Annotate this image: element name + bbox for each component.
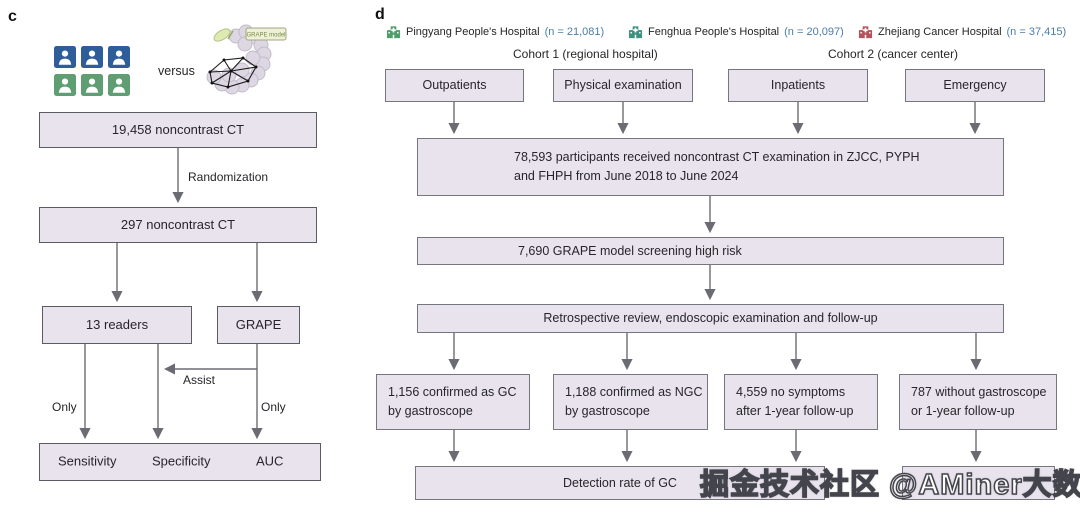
legend-n-value: (n = 37,415) bbox=[1006, 25, 1067, 38]
outpatients-text: Outpatients bbox=[422, 78, 487, 93]
randomization-label: Randomization bbox=[188, 170, 269, 184]
outcome-line: 1,156 confirmed as GC bbox=[388, 384, 517, 399]
metric-sensitivity: Sensitivity bbox=[58, 453, 117, 469]
box-metrics: Sensitivity Specificity AUC bbox=[39, 443, 321, 481]
doctor-icon bbox=[108, 46, 130, 68]
panel-d-label: d bbox=[375, 6, 385, 23]
participants-line-2: and FHPH from June 2018 to June 2024 bbox=[514, 169, 739, 183]
doctor-icon bbox=[54, 46, 76, 68]
hospital-icon bbox=[386, 26, 401, 39]
only-right-label: Only bbox=[261, 400, 286, 414]
participants-line-1: 78,593 participants received noncontrast… bbox=[514, 150, 920, 165]
versus-label: versus bbox=[158, 64, 195, 78]
doctor-icon bbox=[81, 74, 103, 96]
legend-hospital-name: Zhejiang Cancer Hospital bbox=[878, 25, 1002, 38]
grape-screening-text: 7,690 GRAPE model screening high risk bbox=[518, 243, 742, 258]
grape-model-tag: GRAPE model bbox=[245, 27, 287, 41]
box-no-symptoms: 4,559 no symptoms after 1-year follow-up bbox=[724, 374, 878, 430]
doctor-icon bbox=[54, 74, 76, 96]
box-physical-examination: Physical examination bbox=[553, 69, 693, 102]
box-grape-screening: 7,690 GRAPE model screening high risk bbox=[417, 237, 1004, 265]
box-confirmed-gc: 1,156 confirmed as GC by gastroscope bbox=[376, 374, 530, 430]
grape-model-logo: GRAPE model bbox=[198, 20, 290, 111]
box-grape: GRAPE bbox=[217, 306, 300, 344]
cohort-2-label: Cohort 2 (cancer center) bbox=[828, 47, 959, 61]
hospital-icon bbox=[858, 26, 873, 39]
doctor-icon bbox=[108, 74, 130, 96]
cohort-1-label: Cohort 1 (regional hospital) bbox=[513, 47, 658, 61]
box-emergency: Emergency bbox=[905, 69, 1045, 102]
legend-fenghua-hospital: Fenghua People's Hospital (n = 20,097) bbox=[628, 24, 844, 39]
emergency-text: Emergency bbox=[943, 78, 1007, 93]
outcome-line: 787 without gastroscope bbox=[911, 384, 1047, 399]
legend-n-value: (n = 20,097) bbox=[784, 25, 844, 38]
metric-specificity: Specificity bbox=[152, 453, 211, 469]
outcome-line: 4,559 no symptoms bbox=[736, 384, 846, 399]
site-watermark: 掘金技术社区 @AMiner大数据 bbox=[699, 468, 1080, 502]
doctor-icon bbox=[81, 46, 103, 68]
box-inpatients: Inpatients bbox=[728, 69, 868, 102]
outcome-line: by gastroscope bbox=[388, 404, 473, 418]
legend-n-value: (n = 21,081) bbox=[544, 25, 605, 38]
assist-label: Assist bbox=[183, 373, 216, 387]
only-left-label: Only bbox=[52, 400, 77, 414]
outcome-line: or 1-year follow-up bbox=[911, 404, 1015, 418]
box-13-readers-text: 13 readers bbox=[85, 316, 149, 332]
box-297-text: 297 noncontrast CT bbox=[120, 216, 236, 232]
legend-pingyang-hospital: Pingyang People's Hospital (n = 21,081) bbox=[386, 24, 604, 39]
box-outpatients: Outpatients bbox=[385, 69, 524, 102]
inpatients-text: Inpatients bbox=[770, 78, 826, 93]
legend-zhejiang-hospital: Zhejiang Cancer Hospital (n = 37,415) bbox=[858, 24, 1066, 39]
box-297-noncontrast-ct: 297 noncontrast CT bbox=[39, 207, 317, 243]
physical-examination-text: Physical examination bbox=[564, 78, 682, 93]
box-detection-rate: Detection rate of GC bbox=[415, 466, 825, 500]
box-retrospective-review: Retrospective review, endoscopic examina… bbox=[417, 304, 1004, 333]
metric-auc: AUC bbox=[256, 453, 284, 469]
outcome-line: after 1-year follow-up bbox=[736, 404, 854, 418]
box-confirmed-ngc: 1,188 confirmed as NGC by gastroscope bbox=[553, 374, 708, 430]
box-participants: 78,593 participants received noncontrast… bbox=[417, 138, 1004, 196]
panel-c-label: c bbox=[8, 8, 17, 25]
box-19458-text: 19,458 noncontrast CT bbox=[111, 121, 245, 137]
hospital-icon bbox=[628, 26, 643, 39]
box-grape-text: GRAPE bbox=[235, 316, 282, 332]
readers-icon-grid bbox=[54, 46, 130, 96]
detection-rate-text: Detection rate of GC bbox=[563, 475, 677, 490]
retrospective-review-text: Retrospective review, endoscopic examina… bbox=[543, 311, 878, 326]
outcome-line: by gastroscope bbox=[565, 404, 650, 418]
svg-text:GRAPE model: GRAPE model bbox=[246, 33, 285, 39]
leaf-icon bbox=[213, 28, 231, 42]
box-without-gastroscope: 787 without gastroscope or 1-year follow… bbox=[899, 374, 1057, 430]
legend-hospital-name: Pingyang People's Hospital bbox=[406, 25, 540, 38]
box-bottom-right-obscured bbox=[902, 466, 1055, 500]
box-19458-noncontrast-ct: 19,458 noncontrast CT bbox=[39, 112, 317, 148]
box-13-readers: 13 readers bbox=[42, 306, 192, 344]
outcome-line: 1,188 confirmed as NGC bbox=[565, 384, 703, 399]
legend-hospital-name: Fenghua People's Hospital bbox=[648, 25, 780, 38]
